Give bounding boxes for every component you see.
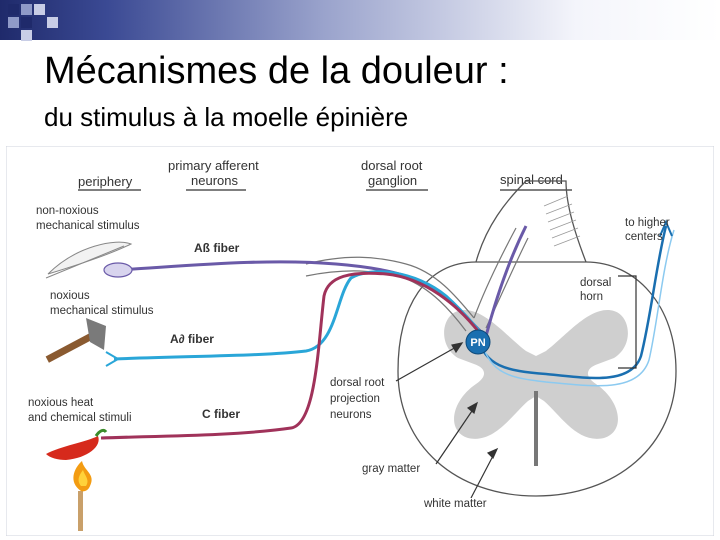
- label-drpn-2: projection: [330, 393, 380, 405]
- label-centers: centers: [625, 231, 663, 243]
- label-noxious-heat: noxious heat: [28, 397, 94, 409]
- feather-icon: [45, 241, 133, 279]
- slide-title: Mécanismes de la douleur :: [44, 50, 509, 92]
- slide-subtitle: du stimulus à la moelle épinière: [44, 102, 409, 132]
- label-dorsal: dorsal: [580, 277, 611, 289]
- label-white-matter: white matter: [423, 498, 487, 510]
- ad-fiber-path: [113, 270, 486, 361]
- label-horn: horn: [580, 291, 603, 303]
- slide-top-bar: [0, 0, 720, 40]
- header-dorsal-root: dorsal root: [361, 158, 423, 173]
- label-drpn-3: neurons: [330, 409, 372, 421]
- header-neurons: neurons: [191, 173, 238, 188]
- label-drpn-1: dorsal root: [330, 377, 385, 389]
- pain-pathway-diagram: periphery primary afferent neurons dorsa…: [6, 146, 714, 536]
- header-periphery: periphery: [78, 174, 133, 189]
- label-non-noxious-mech: mechanical stimulus: [36, 220, 140, 232]
- header-ganglion: ganglion: [368, 173, 417, 188]
- label-noxious: noxious: [50, 290, 90, 302]
- ab-receptor: [103, 262, 133, 278]
- label-c-fiber: C fiber: [202, 407, 240, 421]
- pn-neuron: [465, 329, 491, 355]
- header-spinal-cord: spinal cord: [500, 172, 563, 187]
- label-gray-matter: gray matter: [362, 463, 420, 475]
- label-ad-fiber: A∂ fiber: [170, 332, 214, 346]
- c-fiber-path: [100, 271, 480, 440]
- pn-label: PN: [470, 337, 485, 349]
- header-primary-afferent: primary afferent: [168, 158, 259, 173]
- match-flame-icon: [73, 461, 92, 531]
- label-ab-fiber: Aß fiber: [194, 241, 240, 255]
- label-noxious-mech: mechanical stimulus: [50, 305, 154, 317]
- projection-pathway: [476, 225, 668, 380]
- label-to-higher: to higher: [625, 217, 670, 229]
- label-non-noxious: non-noxious: [36, 205, 99, 217]
- label-chemical-stimuli: and chemical stimuli: [28, 412, 132, 424]
- chili-pepper-icon: [46, 428, 108, 460]
- hammer-icon: [45, 318, 106, 363]
- decorative-squares: [0, 0, 70, 42]
